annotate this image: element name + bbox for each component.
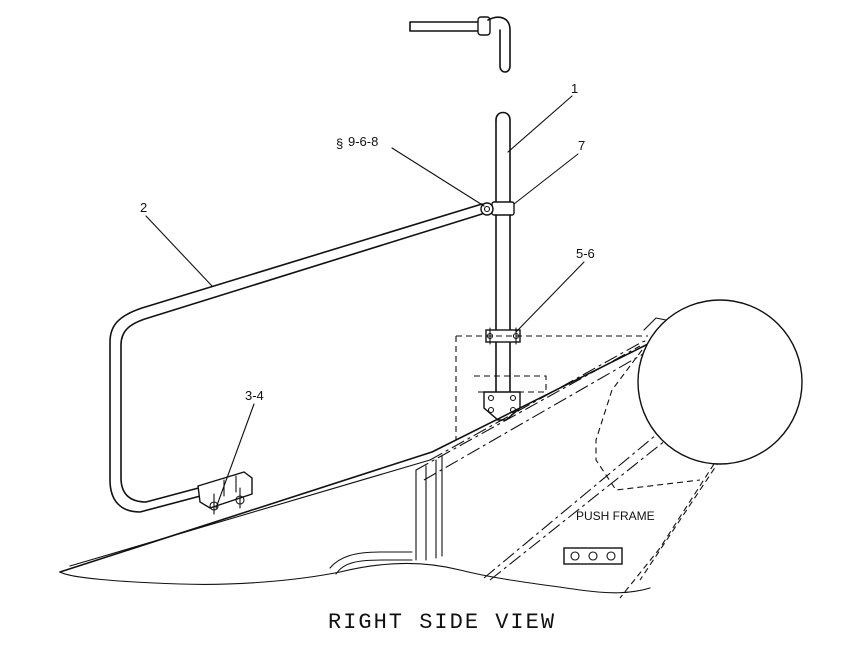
side-rail-part-2: [109, 203, 483, 513]
callout-7: 7: [578, 138, 585, 153]
push-frame-label: PUSH FRAME: [576, 509, 655, 523]
detached-handle-part: [409, 16, 511, 73]
callout-3-4: 3-4: [245, 388, 264, 403]
vertical-post-part-1: [495, 111, 511, 393]
callout-9-6-8-prefix: §: [336, 136, 343, 151]
view-title: RIGHT SIDE VIEW: [328, 610, 556, 635]
callout-1: 1: [571, 81, 578, 96]
leader-lines: [145, 95, 585, 509]
push-frame-plate: [563, 547, 623, 565]
cylindrical-tank: [637, 299, 803, 465]
callout-9-6-8: 9-6-8: [348, 134, 378, 149]
callout-2: 2: [140, 200, 147, 215]
bracket-3-4: [197, 471, 253, 515]
callout-5-6: 5-6: [576, 246, 595, 261]
clamp-7: [491, 201, 515, 216]
